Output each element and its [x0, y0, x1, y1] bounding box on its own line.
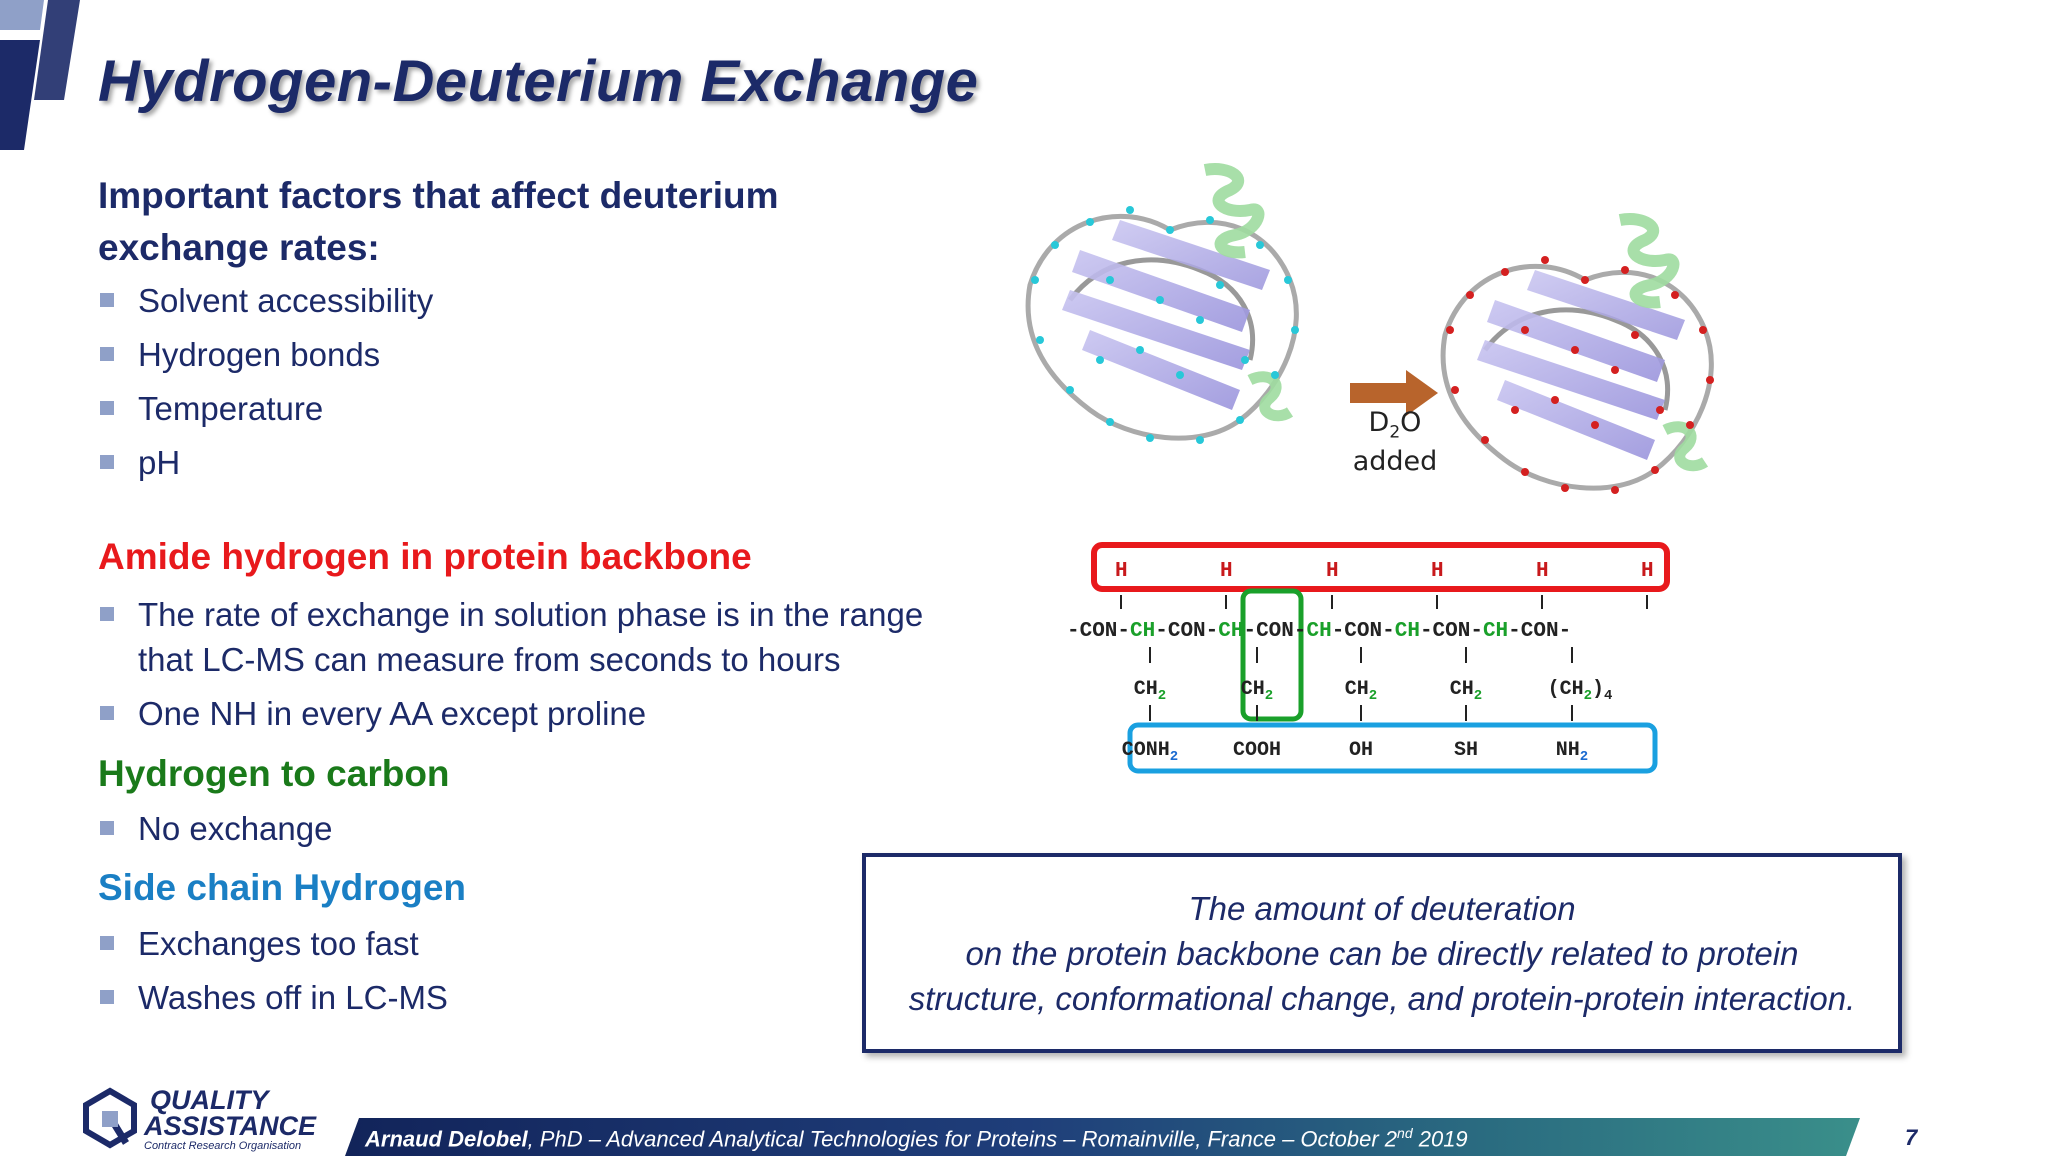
bullet-square-icon: [100, 706, 114, 720]
deuteration-callout: The amount of deuteration on the protein…: [862, 853, 1902, 1053]
h-label: H: [1431, 560, 1444, 583]
ch2-label: CH2: [1450, 678, 1482, 704]
bullet-square-icon: [100, 607, 114, 621]
protein-after-icon: [1440, 213, 1714, 494]
ch2-label: CH2: [1241, 678, 1273, 704]
ch2-chain-label: (CH2)4: [1548, 678, 1613, 704]
group-cooh: COOH: [1233, 739, 1281, 762]
h-label: H: [1641, 560, 1654, 583]
protein-exchange-figure: [1025, 163, 1714, 494]
callout-line1: The amount of deuteration: [1188, 889, 1576, 927]
callout-line2: on the protein backbone can be directly …: [965, 934, 1799, 972]
ch2-label: CH2: [1345, 678, 1377, 704]
factors-heading-line2: exchange rates:: [98, 227, 380, 268]
sidechain-heading: Side chain Hydrogen: [98, 867, 467, 908]
amide-heading: Amide hydrogen in protein backbone: [98, 536, 752, 577]
amide-hydrogen-box: [1091, 542, 1670, 592]
bullet-square-icon: [100, 347, 114, 361]
slide-title: Hydrogen-Deuterium Exchange: [98, 49, 979, 114]
ch2-label: CH2: [1134, 678, 1166, 704]
factors-heading-line1: Important factors that affect deuterium: [98, 175, 779, 216]
group-nh2: NH2: [1556, 739, 1588, 765]
bullet-square-icon: [100, 401, 114, 415]
footer-text: Arnaud Delobel, PhD – Advanced Analytica…: [365, 1125, 1468, 1152]
backbone-diagram: H H H H H H -CON-CH-CON-CH-CON-CH-CON-CH…: [1067, 542, 1670, 774]
carbon-heading: Hydrogen to carbon: [98, 753, 450, 794]
group-conh2: CONH2: [1122, 739, 1178, 765]
factors-heading: Important factors that affect deuterium …: [98, 170, 778, 274]
bullet-square-icon: [100, 455, 114, 469]
group-oh: OH: [1349, 739, 1373, 762]
d2o-arrow-icon: [1350, 370, 1438, 416]
callout-line3: structure, conformational change, and pr…: [908, 979, 1856, 1017]
group-sh: SH: [1454, 739, 1478, 762]
protein-before-icon: [1025, 163, 1299, 444]
h-label: H: [1326, 560, 1339, 583]
h-label: H: [1220, 560, 1233, 583]
h-label: H: [1536, 560, 1549, 583]
logo-mark-icon: [83, 1087, 137, 1149]
carbon-hydrogen-box: [1240, 588, 1304, 722]
bullet-square-icon: [100, 293, 114, 307]
bullet-square-icon: [100, 821, 114, 835]
footer-bar: [345, 1118, 1860, 1156]
page-number: 7: [1905, 1125, 1918, 1150]
bullet-square-icon: [100, 990, 114, 1004]
d2o-added-label: D2O added: [1352, 407, 1438, 478]
sidechain-box: [1127, 722, 1658, 774]
h-label: H: [1115, 560, 1128, 583]
backbone-chain: -CON-CH-CON-CH-CON-CH-CON-CH-CON-CH-CON-: [1067, 620, 1571, 643]
quality-assistance-logo: QUALITY ASSISTANCE Contract Research Org…: [80, 1085, 320, 1152]
bullet-square-icon: [100, 936, 114, 950]
corner-decoration: [0, 0, 80, 150]
